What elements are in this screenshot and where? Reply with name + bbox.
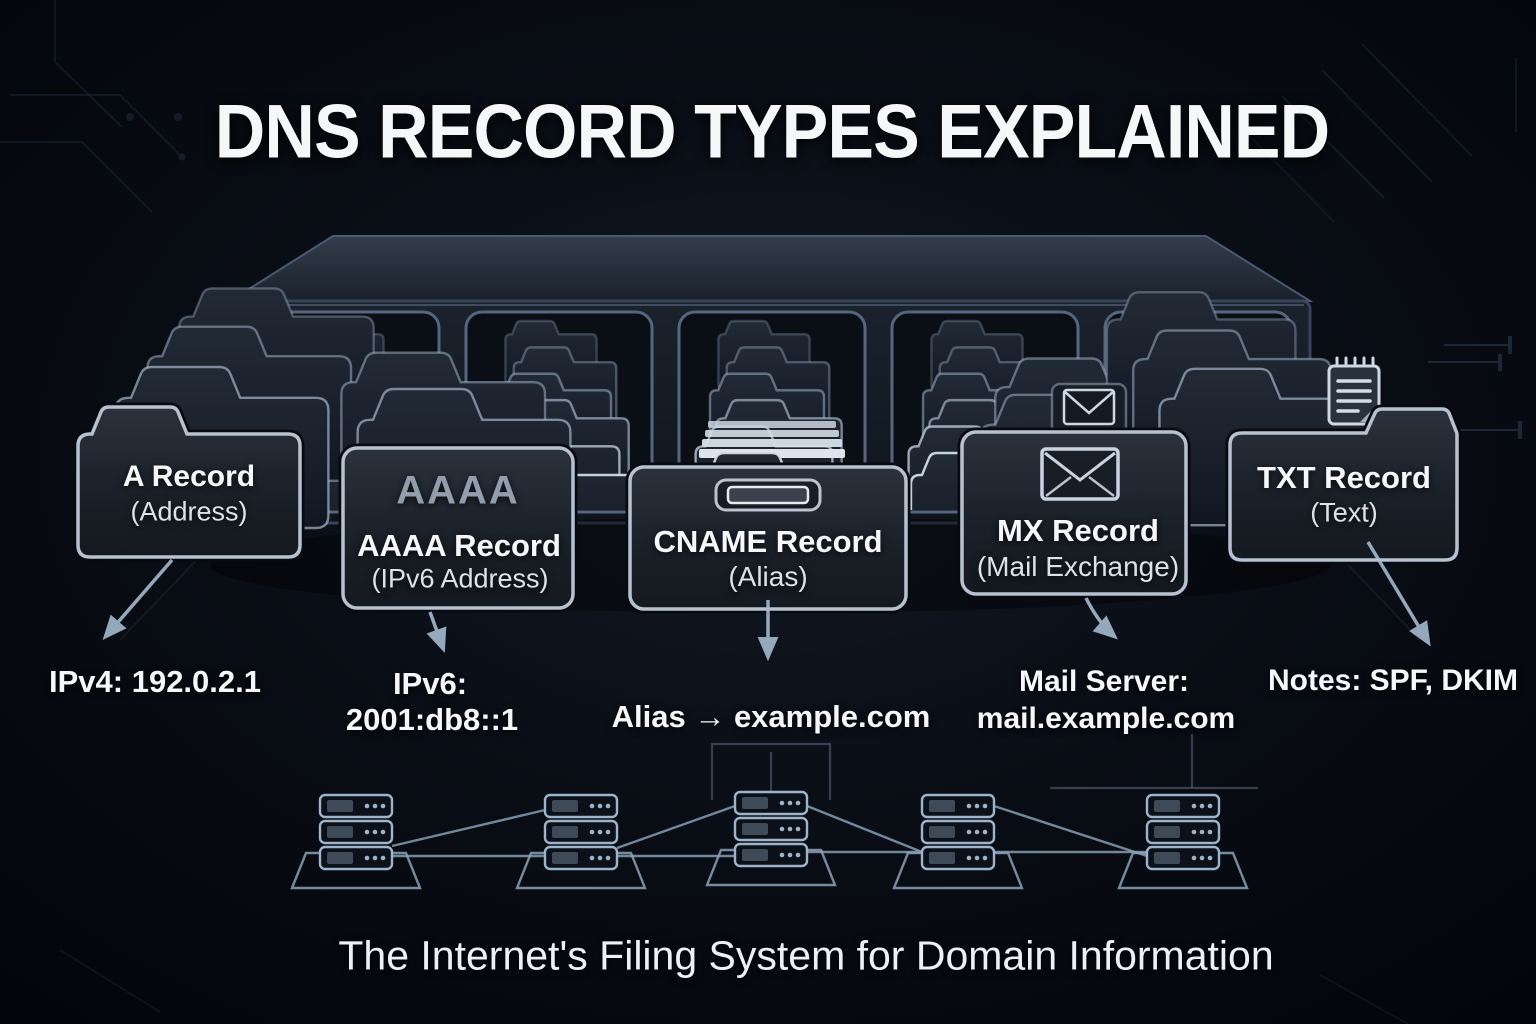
arrow-aaaa-record [426,611,447,653]
card-txt-record [1228,407,1459,562]
card-a-record [76,405,302,559]
arrow-a-record [102,558,174,640]
envelope-icon-small [1062,388,1116,426]
mx-record-value-1: Mail Server: [1018,665,1190,698]
mx-record-value-2: mail.example.com [976,702,1236,735]
a-record-sub: (Address) [130,496,248,527]
txt-record-sub: (Text) [1310,497,1378,528]
cname-record-sub: (Alias) [728,561,808,592]
card-aaaa-record [341,446,575,610]
caption: The Internet's Filing System for Domain … [338,932,1274,979]
cname-record-name: CNAME Record [653,524,883,559]
txt-record-name: TXT Record [1257,460,1431,495]
papers [699,421,845,458]
card-mx-record [960,430,1188,596]
a-record-name: A Record [122,460,256,493]
mx-record-sub: (Mail Exchange) [976,551,1180,582]
a-record-value: IPv4: 192.0.2.1 [49,664,261,699]
arrows [102,541,1431,662]
drawer-label-slot-icon [714,478,822,512]
envelope-icon [1040,447,1120,501]
arrow-mx-record [1084,597,1118,640]
arrow-txt-record [1366,541,1431,647]
aaaa-record-name: AAAA Record [357,528,561,563]
folder-stack-3 [694,320,852,510]
notepad-icon [1327,356,1381,426]
record-cards [73,402,1462,614]
mx-record-name: MX Record [997,513,1159,548]
aaaa-big-label: AAAA [396,468,520,513]
aaaa-record-value-2: 2001:db8::1 [345,702,519,737]
txt-record-value: Notes: SPF, DKIM [1267,664,1519,697]
envelope-tab [1050,382,1128,436]
network-lines [391,734,1258,858]
aaaa-record-value-1: IPv6: [392,666,468,701]
server-network [290,734,1258,890]
cname-record-value: Alias → example.com [611,699,931,734]
page-title: DNS RECORD TYPES EXPLAINED [214,89,1330,175]
aaaa-record-sub: (IPv6 Address) [371,563,549,594]
